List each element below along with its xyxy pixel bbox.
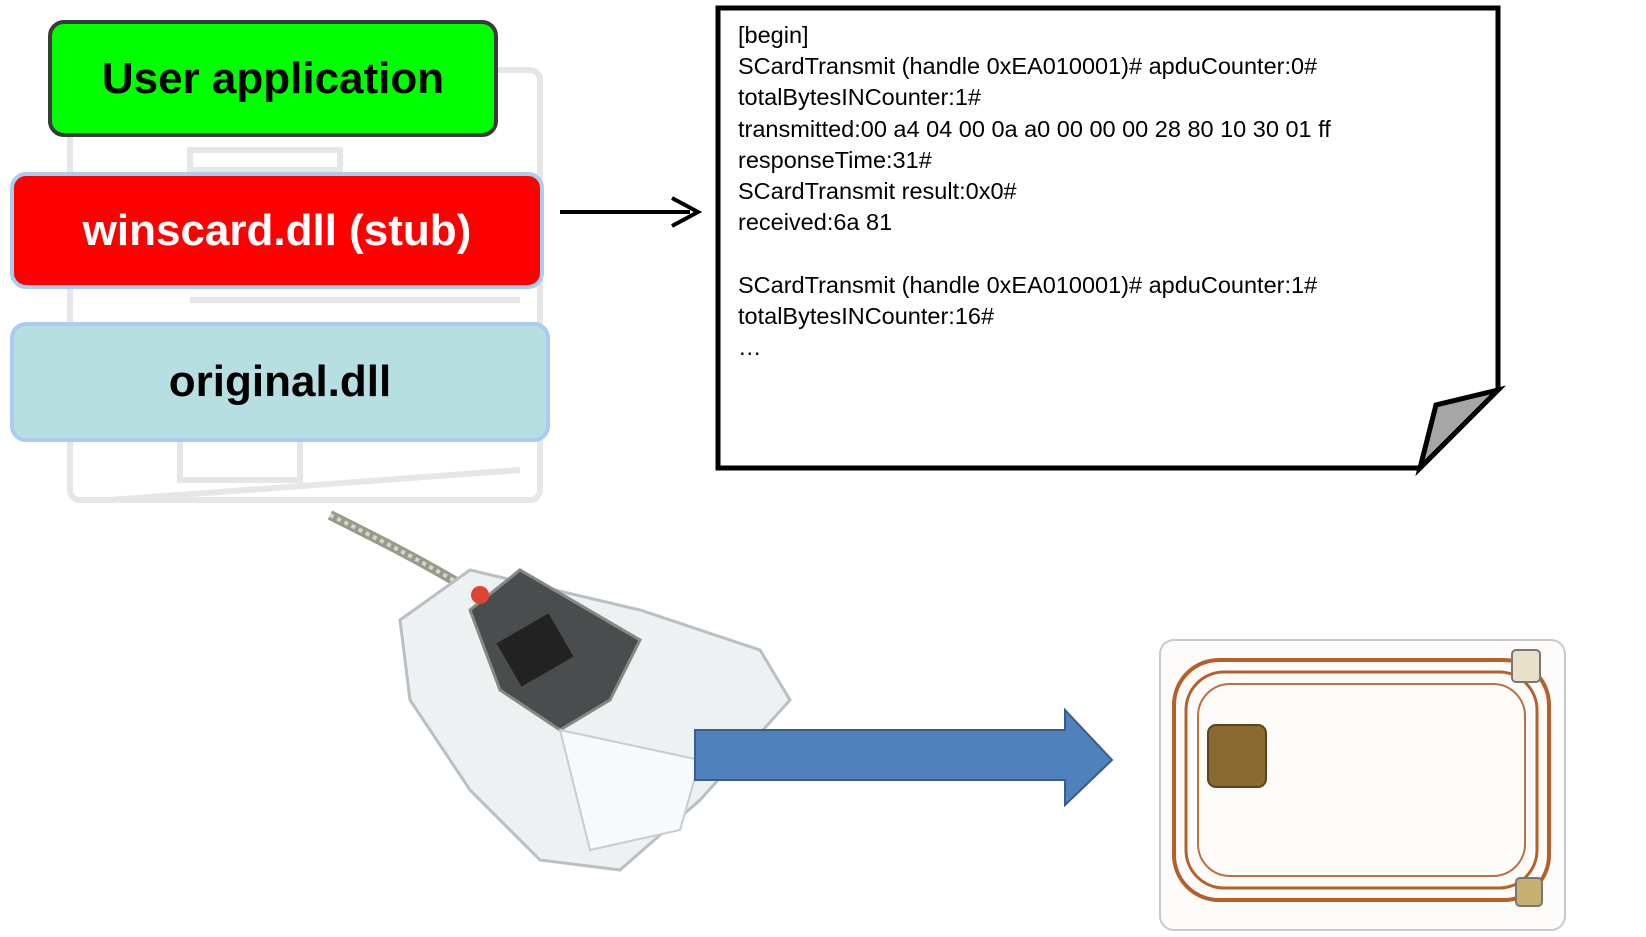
user-application-box: User application (48, 20, 498, 137)
winscard-stub-label: winscard.dll (stub) (82, 205, 472, 255)
smart-card-illustration (1159, 639, 1566, 931)
log-line: received:6a 81 (738, 209, 893, 236)
user-application-label: User application (101, 53, 445, 103)
usb-cable (327, 510, 473, 595)
log-arrow (560, 196, 703, 228)
log-line: SCardTransmit result:0x0# (738, 178, 1017, 205)
log-line (738, 238, 1508, 269)
folded-corner-icon (1415, 385, 1507, 477)
original-dll-box: original.dll (10, 322, 550, 442)
winscard-stub-box: winscard.dll (stub) (10, 172, 544, 289)
log-line: transmitted:00 a4 04 00 0a a0 00 00 00 2… (738, 115, 1331, 142)
big-arrow-icon (694, 707, 1114, 808)
card-reader-illustration (398, 568, 792, 872)
log-line: responseTime:31# (738, 146, 932, 173)
log-document (715, 5, 1507, 477)
log-text: [begin] SCardTransmit (handle 0xEA010001)… (738, 20, 1508, 363)
log-line: totalBytesINCounter:16# (738, 302, 995, 329)
log-line: … (738, 334, 762, 361)
chip-icon (1207, 724, 1267, 788)
log-line: SCardTransmit (handle 0xEA010001)# apduC… (738, 271, 1318, 298)
log-line: [begin] (738, 22, 809, 48)
log-line: totalBytesINCounter:1# (738, 84, 981, 111)
original-dll-label: original.dll (168, 357, 392, 406)
log-line: SCardTransmit (handle 0xEA010001)# apduC… (738, 53, 1318, 80)
